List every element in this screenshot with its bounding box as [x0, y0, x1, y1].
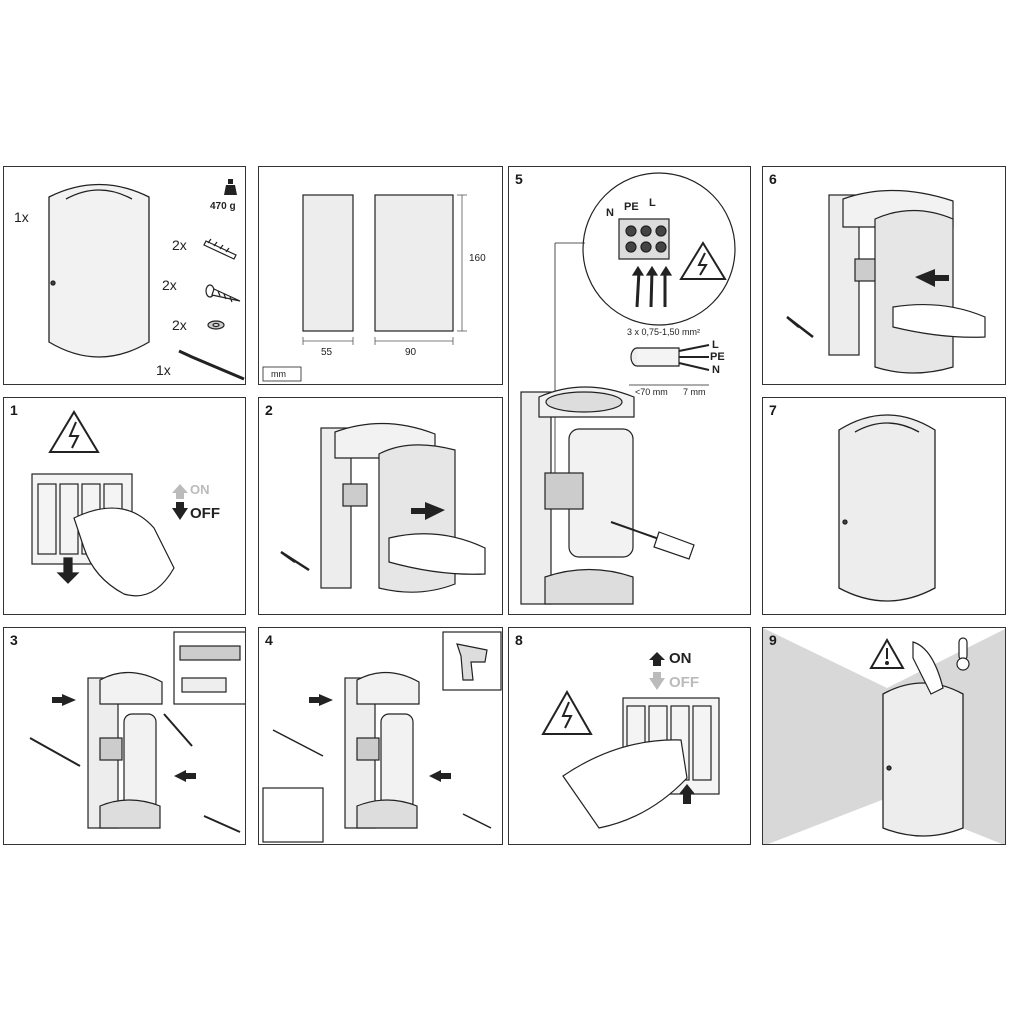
panel-2: 2	[258, 397, 503, 615]
hand-icon	[562, 739, 688, 829]
panel-5-wiring: 5	[508, 166, 751, 615]
step-1-illustration	[31, 410, 188, 597]
dim-wide: 90	[405, 347, 417, 358]
terminal-closeup	[582, 172, 736, 326]
panel-number: 2	[265, 402, 273, 418]
qty-washer: 2x	[172, 317, 187, 333]
strip-inner: 7 mm	[683, 387, 706, 397]
qty-screw: 2x	[162, 277, 177, 293]
wire-l: L	[712, 339, 719, 351]
lamp-fixture	[882, 682, 964, 837]
panel-number: 3	[10, 632, 18, 648]
arrow-icon	[52, 694, 196, 782]
panel-6: 6	[762, 166, 1006, 385]
allen-key-icon	[786, 316, 814, 338]
warning-electric-icon	[541, 689, 593, 735]
hand-icon	[912, 641, 944, 695]
step-6-illustration	[786, 189, 986, 374]
panel-7: 7	[762, 397, 1006, 615]
thermometer-icon	[956, 637, 970, 671]
wiring-illustration	[520, 172, 736, 605]
arrow-up-icon	[649, 652, 665, 666]
strip-outer: <70 mm	[635, 387, 668, 397]
drill-icon	[442, 631, 502, 691]
off-label: OFF	[190, 505, 220, 522]
dim-height: 160	[469, 253, 486, 264]
cable-diagram	[629, 344, 710, 386]
arrow-icon	[411, 502, 445, 520]
panel-number: 4	[265, 632, 273, 648]
terminal-pe: PE	[624, 201, 639, 213]
washer-icon	[207, 320, 225, 330]
drill-bit-icon	[29, 713, 241, 833]
parts-illustration	[48, 179, 245, 381]
lamp-fixture	[48, 183, 150, 358]
weight-icon	[224, 179, 237, 195]
cable-spec: 3 x 0,75-1,50 mm²	[627, 327, 701, 337]
panel-parts: 1x 470 g 2x 2x 2x 1x	[3, 166, 246, 385]
dowel-inset	[262, 787, 324, 843]
wire-n: N	[712, 364, 720, 376]
weight-label: 470 g	[210, 201, 236, 212]
arrow-down-icon	[172, 502, 188, 520]
wall-plate	[520, 386, 635, 605]
unit-label: mm	[271, 369, 286, 379]
arrow-down-grey-icon	[649, 672, 665, 690]
step-4-illustration	[262, 631, 502, 843]
screw-icon	[205, 284, 241, 303]
panel-3: 3	[3, 627, 246, 845]
panel-4: 4	[258, 627, 503, 845]
on-label: ON	[190, 482, 210, 497]
wire-pe: PE	[710, 351, 725, 363]
panel-number: 7	[769, 402, 777, 418]
warning-icon	[869, 637, 905, 669]
screw-icon	[272, 729, 492, 829]
arrow-icon	[915, 269, 949, 287]
screwdriver-icon	[610, 521, 695, 560]
warning-electric-icon	[48, 410, 100, 453]
allen-key-icon	[178, 349, 245, 381]
step-3-illustration	[29, 631, 245, 833]
hand-icon	[388, 533, 486, 575]
off-label: OFF	[669, 674, 699, 691]
panel-number: 8	[515, 632, 523, 648]
step-8-illustration	[541, 652, 720, 829]
panel-number: 6	[769, 171, 777, 187]
panel-1: 1 ON OFF	[3, 397, 246, 615]
panel-number: 5	[515, 171, 523, 187]
qty-dowel: 2x	[172, 237, 187, 253]
hand-icon	[73, 507, 175, 597]
arrow-icon	[309, 694, 451, 782]
lamp-fixture	[838, 414, 936, 602]
dimension-drawing	[262, 194, 467, 382]
dim-narrow: 55	[321, 347, 333, 358]
hand-icon	[892, 303, 986, 338]
panel-number: 9	[769, 632, 777, 648]
arrow-up-icon	[679, 784, 695, 804]
qty-key: 1x	[156, 362, 171, 378]
warning-electric-icon	[679, 241, 727, 280]
panel-9: 9	[762, 627, 1006, 845]
allen-key-icon	[280, 550, 310, 572]
panel-8: 8 ON OFF	[508, 627, 751, 845]
step-2-illustration	[280, 422, 486, 593]
panel-dimensions: 160 55 90 mm	[258, 166, 503, 385]
level-inset	[173, 631, 245, 705]
terminal-n: N	[606, 207, 614, 219]
panel-number: 1	[10, 402, 18, 418]
terminal-l: L	[649, 197, 656, 209]
step-9-illustration	[763, 628, 1005, 844]
step-7-illustration	[838, 414, 936, 602]
on-label: ON	[669, 650, 692, 667]
dowel-icon	[203, 238, 237, 260]
arrow-up-grey-icon	[172, 484, 188, 499]
qty-lamp: 1x	[14, 209, 29, 225]
